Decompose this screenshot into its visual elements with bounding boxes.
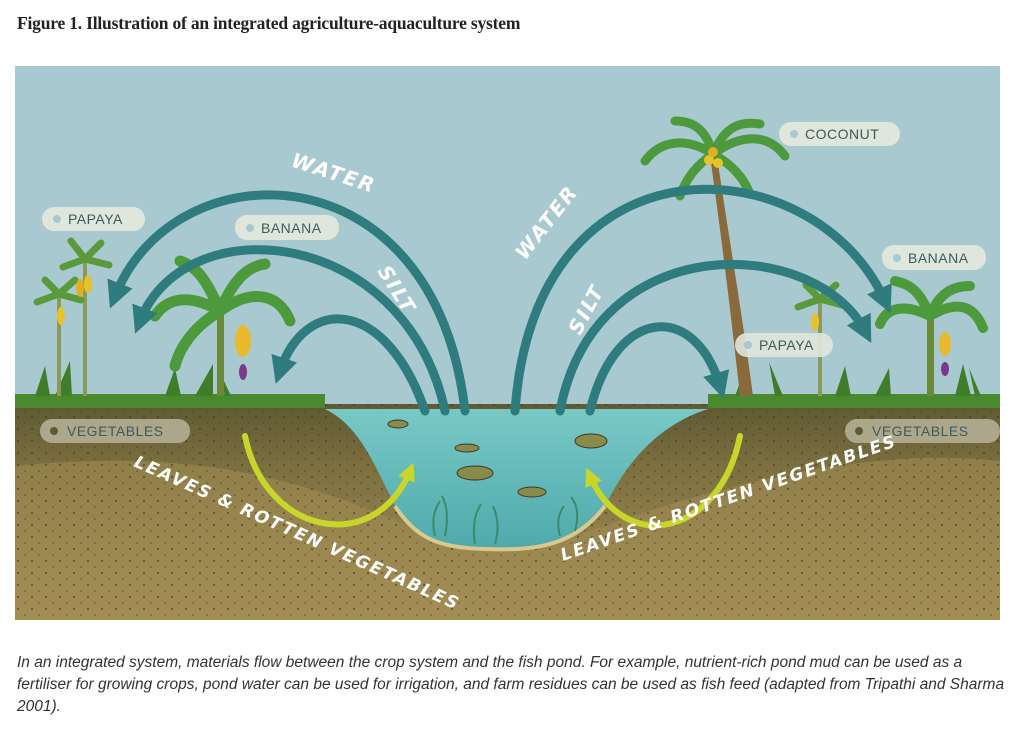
figure-title: Figure 1. Illustration of an integrated … — [17, 13, 521, 33]
silt-arrow-left-inner — [271, 314, 430, 416]
grass-left — [15, 394, 325, 408]
banana-tree-left — [149, 255, 296, 396]
silt-arrow-right-inner — [585, 322, 730, 416]
grass-right — [708, 394, 1000, 408]
svg-text:VEGETABLES: VEGETABLES — [67, 423, 164, 439]
figure-caption: In an integrated system, materials flow … — [17, 654, 1005, 715]
banana-tree-right — [875, 276, 988, 396]
fish-pond — [325, 409, 708, 550]
label-papaya-right: PAPAYA — [735, 333, 833, 357]
svg-text:BANANA: BANANA — [908, 250, 969, 266]
label-coconut: COCONUT — [779, 122, 900, 146]
svg-text:VEGETABLES: VEGETABLES — [872, 423, 969, 439]
svg-text:PAPAYA: PAPAYA — [68, 211, 123, 227]
water-arrow-left — [107, 190, 470, 416]
papaya-tree-left — [33, 237, 113, 396]
integrated-system-illustration: PAPAYA BANANA COCONUT BANANA PAPAYA VEGE… — [15, 66, 1000, 620]
label-banana-left: BANANA — [235, 215, 339, 240]
svg-text:BANANA: BANANA — [261, 220, 322, 236]
silt-arrow-right-outer — [555, 259, 872, 416]
svg-text:COCONUT: COCONUT — [805, 126, 879, 142]
water-arrow-right — [510, 184, 892, 416]
silt-arrow-left-outer — [132, 245, 450, 416]
leaves-arrow-right — [585, 433, 743, 529]
label-vegetables-right: VEGETABLES — [845, 419, 1000, 443]
leaves-arrow-left — [242, 433, 415, 528]
fish — [387, 419, 608, 498]
svg-text:PAPAYA: PAPAYA — [759, 337, 814, 353]
label-vegetables-left: VEGETABLES — [40, 419, 190, 443]
pond-weeds — [432, 495, 579, 545]
label-papaya-left: PAPAYA — [42, 207, 145, 231]
label-banana-right: BANANA — [882, 245, 986, 270]
